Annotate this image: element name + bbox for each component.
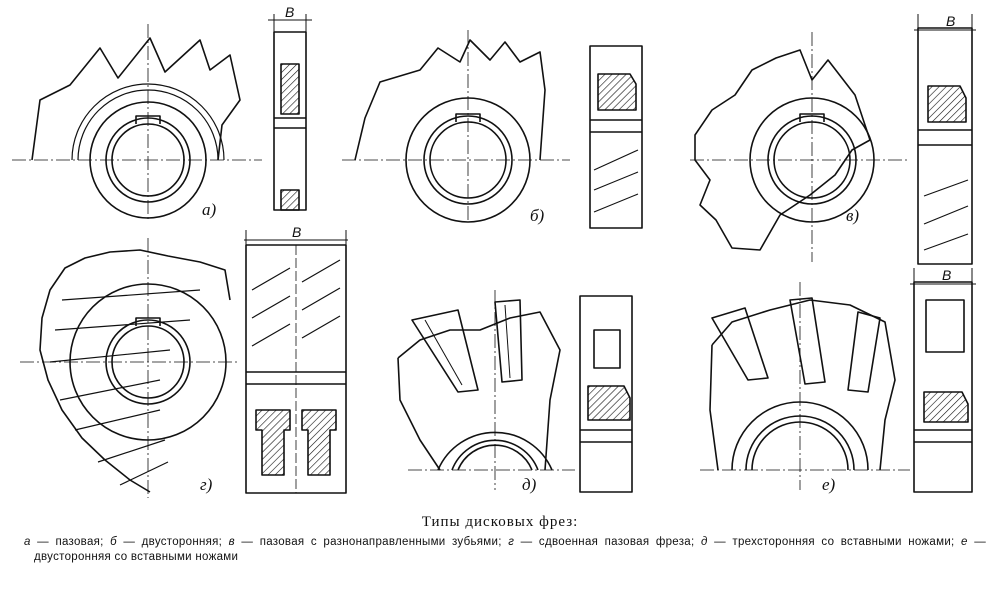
label-v: в) bbox=[846, 206, 859, 225]
caption-item: г — сдвоенная пазовая фреза; bbox=[508, 536, 695, 548]
label-a: а) bbox=[202, 200, 217, 219]
cutter-e-front-view bbox=[700, 282, 910, 490]
cutter-types-figure: B B B B а) б) в) г) д) е) bbox=[12, 4, 976, 498]
cutter-g-front-view bbox=[20, 238, 240, 498]
cutter-e-side-view bbox=[910, 268, 976, 493]
cutter-b-side-view bbox=[589, 45, 643, 229]
cutter-v-front-view bbox=[690, 32, 910, 262]
label-e: е) bbox=[822, 475, 836, 494]
width-label-e: B bbox=[942, 267, 951, 283]
cutter-d-side-view bbox=[579, 295, 633, 493]
width-label-g: B bbox=[292, 224, 301, 240]
caption-legend: а — пазовая; б — двусторонняя; в — пазов… bbox=[24, 535, 986, 565]
cutter-g-side-view bbox=[244, 230, 348, 494]
label-d: д) bbox=[522, 475, 537, 494]
caption-item: а — пазовая; bbox=[24, 536, 104, 548]
label-b: б) bbox=[530, 206, 545, 225]
cutter-v-side-view bbox=[914, 14, 976, 265]
caption-item: д — трехсторонняя со вставными ножами; bbox=[700, 536, 955, 548]
cutter-b-front-view bbox=[342, 30, 570, 223]
cutter-d-front-view bbox=[397, 290, 575, 490]
caption-item: б — двусторонняя; bbox=[110, 536, 223, 548]
label-g: г) bbox=[200, 475, 213, 494]
width-label-a: B bbox=[285, 4, 294, 20]
cutter-a-side-view bbox=[268, 14, 312, 211]
caption-item: е — двусторонняя со вставными ножами bbox=[34, 536, 986, 563]
caption-item: в — пазовая с разнонаправленными зубьями… bbox=[228, 536, 502, 548]
width-label-v: B bbox=[946, 13, 955, 29]
cutter-a-front-view bbox=[12, 24, 262, 222]
caption-title: Типы дисковых фрез: bbox=[421, 514, 579, 530]
figure-caption: Типы дисковых фрез: а — пазовая; б — дву… bbox=[0, 514, 1000, 565]
